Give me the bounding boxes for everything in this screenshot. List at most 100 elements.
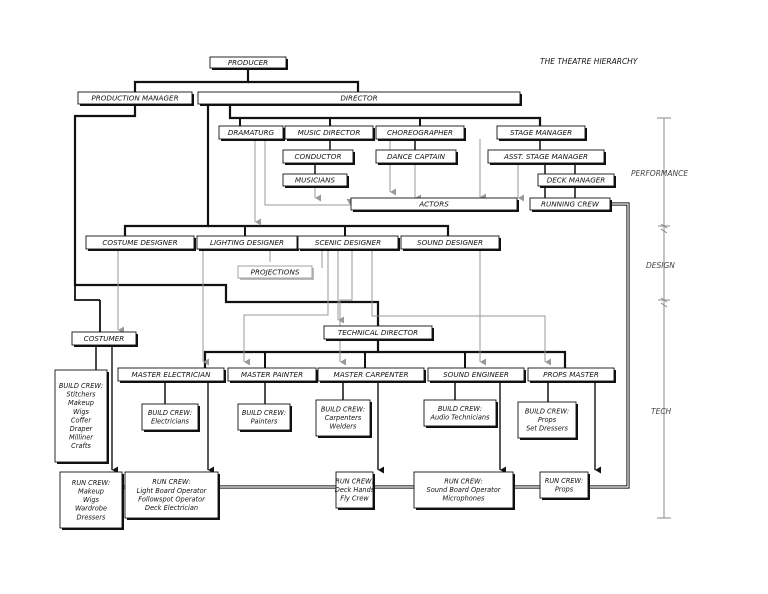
node-label-master-electrician: MASTER ELECTRICIAN	[132, 370, 212, 379]
crew-item-electric-build: Electricians	[151, 417, 189, 425]
crew-item-costume-run: Makeup	[78, 488, 104, 496]
node-label-master-carpenter: MASTER CARPENTER	[334, 370, 409, 379]
crew-item-costume-build: Milliner	[69, 434, 94, 442]
node-label-master-painter: MASTER PAINTER	[241, 370, 303, 379]
crew-item-carpenter-build: Welders	[330, 423, 357, 431]
node-label-producer: PRODUCER	[228, 58, 268, 67]
box-frame	[209, 56, 287, 69]
box-frame	[282, 149, 354, 164]
crew-heading-carpenter-build: BUILD CREW:	[321, 406, 365, 414]
crew-item-props-build: Set Dressers	[526, 425, 568, 433]
box-frame	[54, 369, 108, 463]
crew-heading-painter-build: BUILD CREW:	[242, 409, 286, 417]
box-frame	[413, 471, 514, 509]
node-label-running-crew: RUNNING CREW	[541, 200, 600, 209]
box-frame	[427, 367, 525, 382]
box-frame	[85, 235, 195, 250]
box-frame	[350, 197, 518, 211]
node-label-costumer: COSTUMER	[84, 334, 125, 343]
side-scale: PERFORMANCE DESIGN TECH	[631, 117, 688, 519]
box-frame	[71, 331, 137, 346]
node-label-music-director: MUSIC DIRECTOR	[298, 128, 361, 137]
node-label-technical-director: TECHNICAL DIRECTOR	[338, 328, 418, 337]
node-label-projections: PROJECTIONS	[251, 268, 300, 277]
crew-item-costume-run: Wardrobe	[75, 505, 107, 513]
box-frame	[317, 367, 425, 382]
crew-item-costume-build: Wigs	[73, 408, 90, 416]
crew-heading-sound-build: BUILD CREW:	[438, 405, 482, 413]
crew-item-carpenter-run: Fly Crew	[340, 495, 369, 503]
crew-item-sound-run: Microphones	[443, 495, 486, 503]
box-frame	[59, 471, 123, 529]
box-frame	[517, 401, 577, 439]
node-label-asst-stage-manager: ASST. STAGE MANAGER	[503, 152, 588, 161]
crew-item-costume-build: Draper	[70, 425, 94, 433]
box-frame	[400, 235, 500, 250]
diagram-title: THE THEATRE HIERARCHY	[540, 57, 639, 66]
node-label-dramaturg: DRAMATURG	[228, 128, 275, 137]
node-label-dance-captain: DANCE CAPTAIN	[387, 152, 446, 161]
box-frame	[529, 197, 611, 211]
crew-item-costume-build: Stitchers	[66, 391, 96, 399]
box-frame	[537, 173, 615, 187]
crew-item-carpenter-run: Deck Hands	[335, 486, 375, 494]
box-frame	[237, 403, 291, 431]
box-frame	[315, 399, 371, 437]
box-frame	[423, 399, 497, 427]
crew-item-costume-build: Crafts	[71, 442, 91, 450]
crew-heading-props-run: RUN CREW:	[545, 477, 584, 485]
crew-heading-electric-run: RUN CREW:	[152, 478, 191, 486]
node-label-scenic-designer: SCENIC DESIGNER	[315, 238, 381, 247]
box-frame	[527, 367, 615, 382]
box-frame	[117, 367, 225, 382]
node-label-director: DIRECTOR	[340, 94, 377, 103]
crew-item-costume-run: Wigs	[83, 496, 100, 504]
node-label-sound-engineer: SOUND ENGINEER	[443, 370, 509, 379]
box-frame	[282, 173, 348, 187]
box-frame	[487, 149, 605, 164]
box-frame	[335, 471, 374, 509]
crew-heading-costume-build: BUILD CREW:	[59, 382, 103, 390]
box-frame	[237, 265, 313, 279]
crew-item-props-build: Props	[538, 416, 557, 424]
crew-heading-costume-run: RUN CREW:	[72, 479, 111, 487]
box-frame	[124, 471, 219, 519]
crew-item-sound-build: Audio Technicians	[429, 413, 490, 421]
node-label-stage-manager: STAGE MANAGER	[510, 128, 572, 137]
box-frame	[77, 91, 193, 105]
crew-heading-carpenter-run: RUN CREW:	[335, 478, 374, 486]
box-frame	[227, 367, 317, 382]
crew-item-costume-build: Coffer	[71, 416, 92, 424]
crew-item-props-run: Props	[555, 485, 574, 493]
node-label-deck-manager: DECK MANAGER	[547, 176, 606, 185]
tech-label: TECH	[651, 407, 672, 416]
node-label-costume-designer: COSTUME DESIGNER	[102, 238, 177, 247]
node-label-sound-designer: SOUND DESIGNER	[417, 238, 483, 247]
crew-heading-props-build: BUILD CREW:	[525, 408, 569, 416]
node-label-actors: ACTORS	[418, 200, 449, 209]
box-frame	[196, 235, 298, 250]
box-frame	[323, 325, 433, 340]
box-frame	[375, 149, 457, 164]
crew-item-carpenter-build: Carpenters	[325, 414, 362, 422]
node-label-conductor: CONDUCTOR	[295, 152, 342, 161]
box-frame	[297, 235, 399, 250]
box-frame	[496, 125, 586, 140]
crew-item-costume-run: Dressers	[77, 513, 106, 521]
box-frame	[141, 403, 199, 431]
crew-item-sound-run: Sound Board Operator	[427, 486, 502, 494]
node-label-choreographer: CHOREOGRAPHER	[387, 128, 453, 137]
box-frame	[218, 125, 284, 140]
box-frame	[375, 125, 465, 140]
performance-label: PERFORMANCE	[631, 169, 688, 178]
crew-item-electric-run: Light Board Operator	[137, 487, 208, 495]
box-frame	[284, 125, 374, 140]
crew-item-electric-run: Followspot Operator	[138, 495, 206, 503]
box-frame	[197, 91, 521, 105]
crew-item-painter-build: Painters	[251, 417, 278, 425]
design-label: DESIGN	[646, 261, 675, 270]
crew-item-costume-build: Makeup	[68, 399, 94, 407]
crew-heading-electric-build: BUILD CREW:	[148, 409, 192, 417]
crew-heading-sound-run: RUN CREW:	[444, 478, 483, 486]
